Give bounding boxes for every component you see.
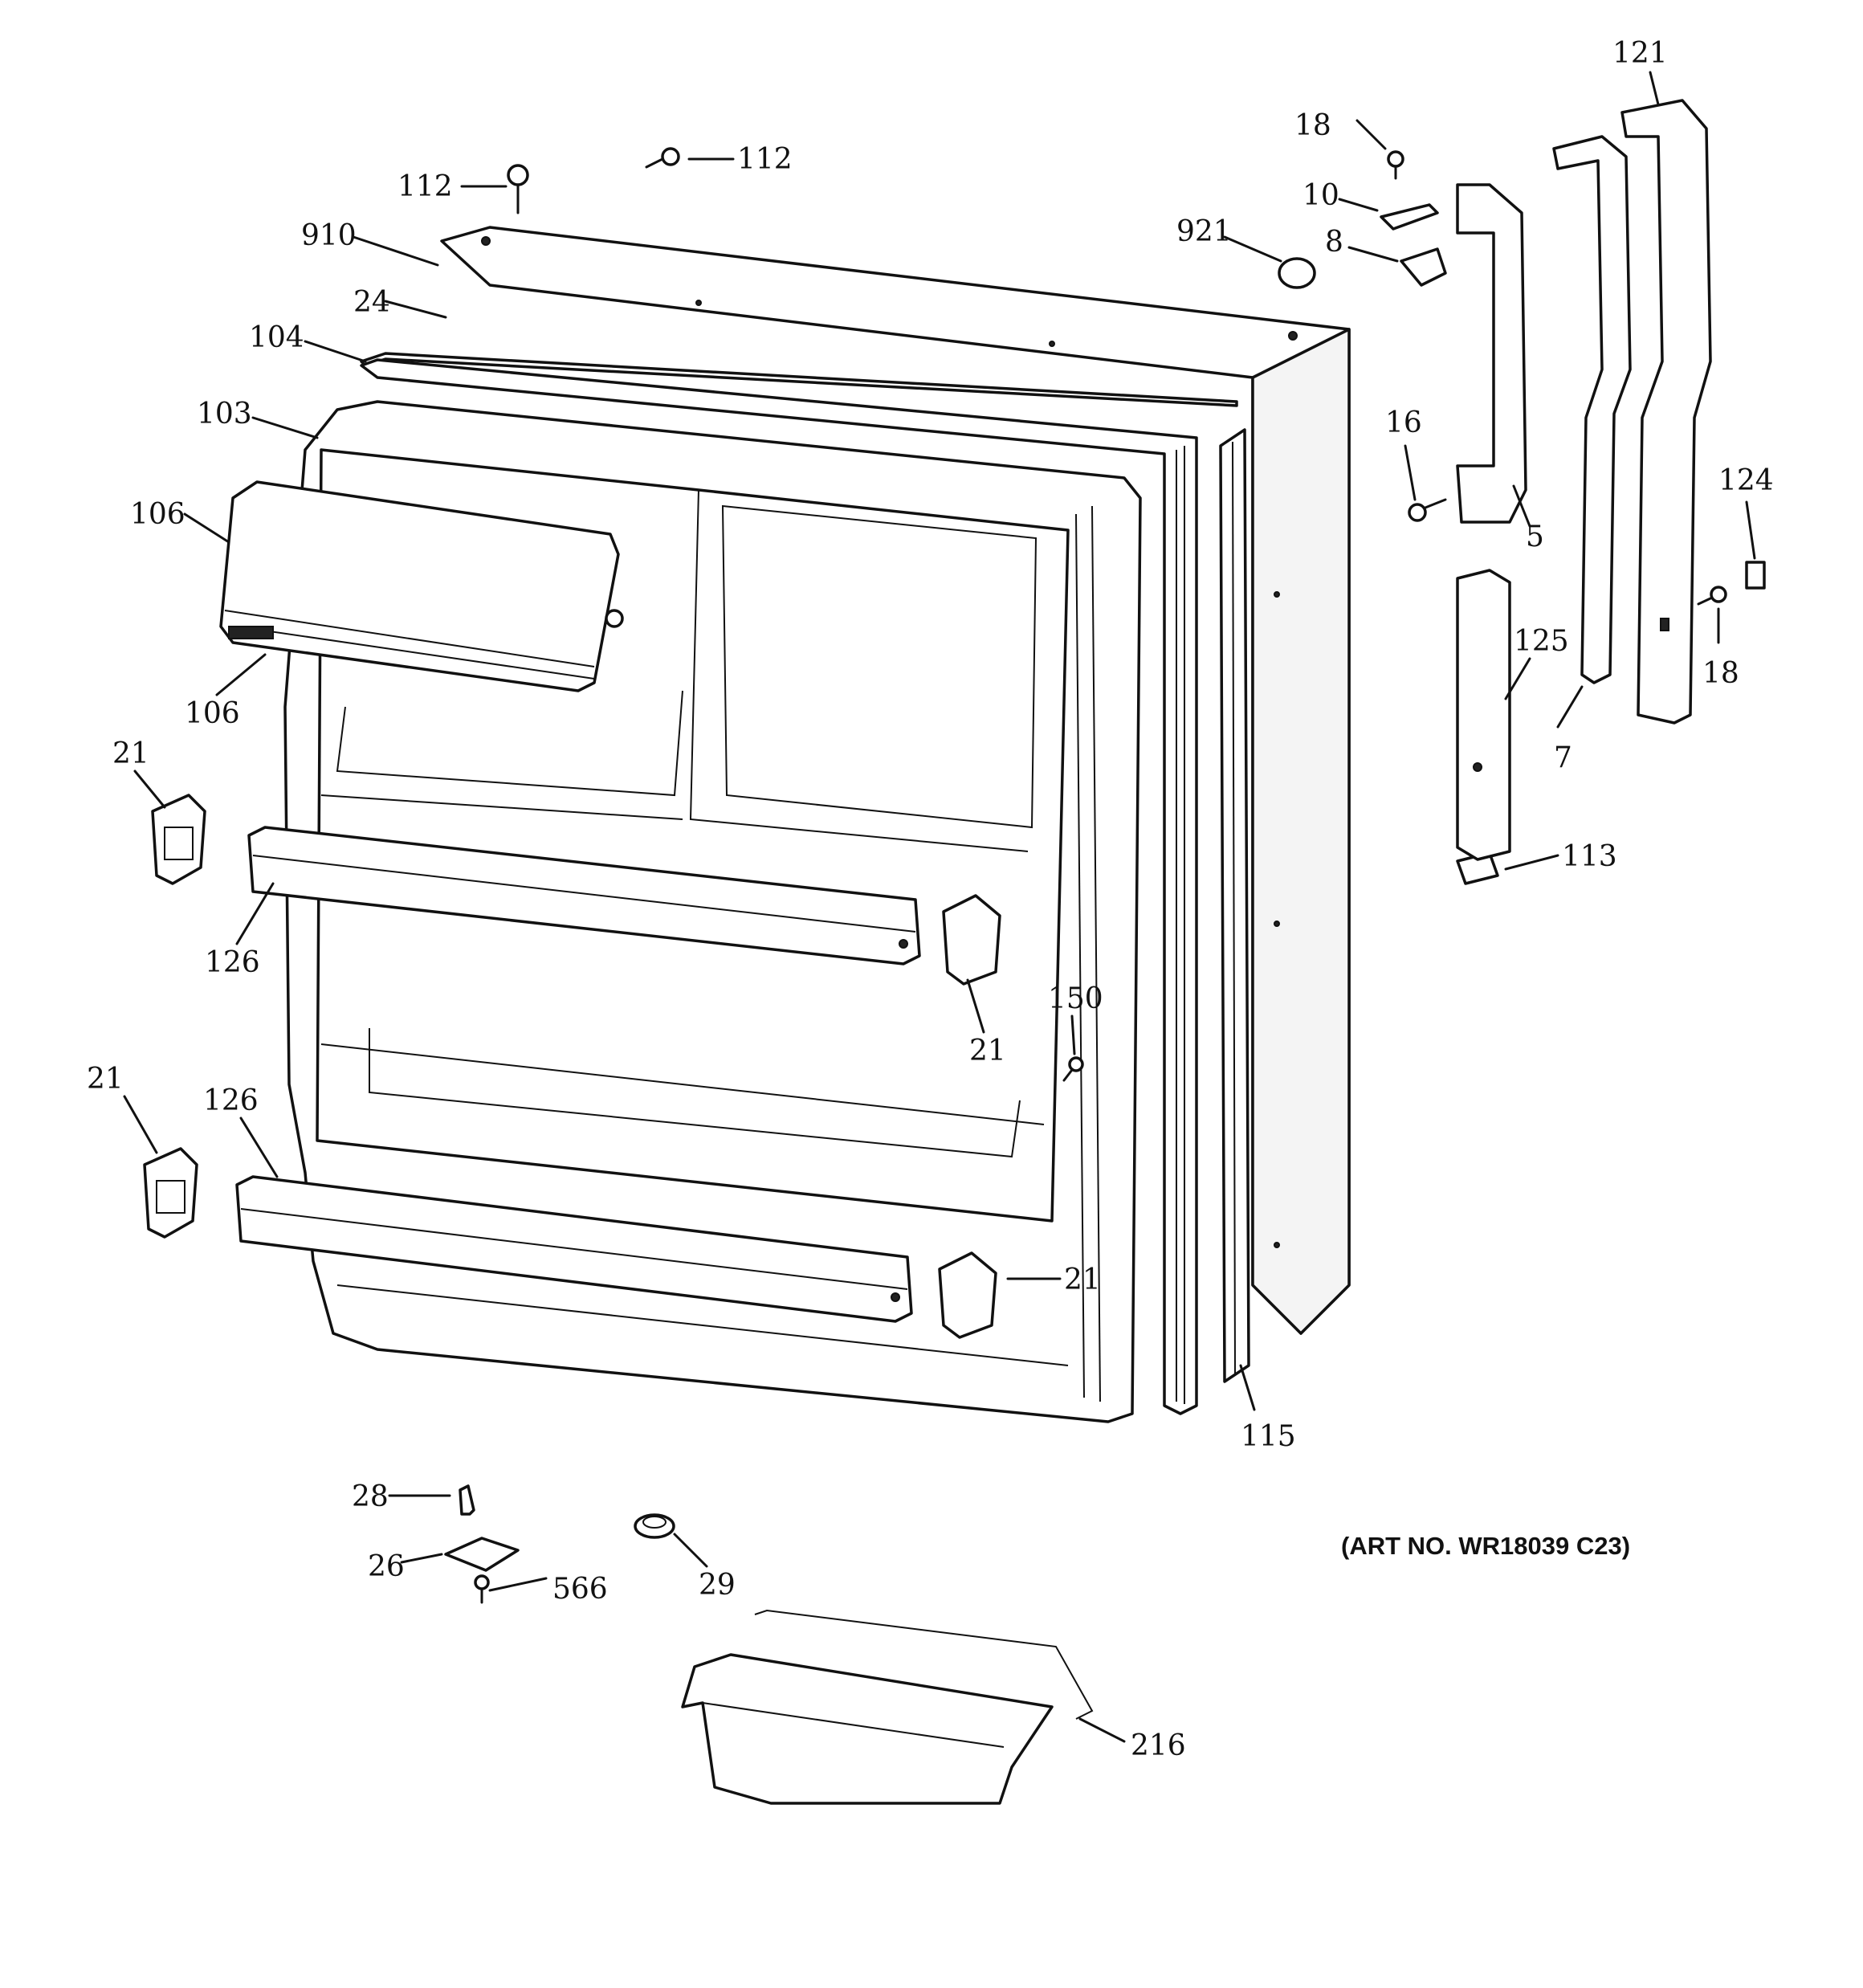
plug-921: [1278, 257, 1316, 289]
callout-labels: 112 112 910 24 104 103 106 106 21 126 21…: [87, 37, 1774, 1762]
callout-106-top: 106: [130, 498, 185, 531]
handle-bar-121: [1620, 99, 1712, 725]
shelf-rail-upper: [247, 826, 921, 965]
callout-910: 910: [301, 219, 357, 252]
bracket-26: [444, 1537, 520, 1572]
screw-150: [1062, 1056, 1084, 1082]
callout-21-right-lower: 21: [1064, 1263, 1101, 1296]
callout-106-bottom: 106: [185, 697, 240, 730]
hinge-bushing-8: [1400, 247, 1447, 287]
callout-216: 216: [1131, 1729, 1186, 1762]
door-gasket: [360, 352, 1238, 1415]
screw-112-left: [507, 164, 529, 214]
door-handle-5: [1456, 183, 1527, 524]
clip-124: [1745, 561, 1766, 590]
callout-5: 5: [1526, 520, 1544, 553]
callout-21-left-upper: 21: [112, 737, 149, 770]
callout-124: 124: [1718, 464, 1774, 497]
rail-end-cap-left-lower: [143, 1147, 198, 1239]
callout-103: 103: [197, 398, 252, 431]
screw-18-right: [1697, 586, 1727, 606]
door-outer-panel: [440, 226, 1351, 1335]
callout-28: 28: [352, 1480, 389, 1513]
hinge-pin-10: [1380, 203, 1439, 231]
rail-end-cap-right-upper: [942, 894, 1001, 986]
screw-112-top: [645, 147, 680, 169]
handle-trim-125: [1456, 569, 1511, 861]
rail-end-cap-right-lower: [938, 1251, 997, 1339]
callout-21-right-upper: 21: [969, 1035, 1006, 1067]
screw-566: [474, 1574, 490, 1604]
hinge-pin-28: [459, 1484, 475, 1516]
screw-16: [1408, 498, 1447, 522]
callout-150: 150: [1048, 982, 1103, 1015]
callout-7: 7: [1554, 741, 1572, 774]
bin-216: [681, 1609, 1094, 1805]
callout-112-left: 112: [397, 170, 453, 203]
shelf-rail-lower: [235, 1175, 913, 1323]
callout-126-lower: 126: [203, 1084, 259, 1117]
callout-113: 113: [1562, 840, 1617, 873]
callout-121: 121: [1612, 37, 1668, 70]
callout-126-upper: 126: [205, 946, 260, 979]
callout-21-left-lower: 21: [87, 1063, 124, 1096]
callout-115: 115: [1241, 1420, 1296, 1453]
callout-18-top: 18: [1294, 109, 1331, 142]
callout-8: 8: [1325, 226, 1343, 259]
callout-104: 104: [249, 321, 304, 354]
callout-112-top: 112: [737, 143, 793, 176]
callout-566: 566: [552, 1573, 608, 1606]
rail-end-cap-left-upper: [151, 794, 206, 885]
seal-strip: [1219, 428, 1250, 1383]
callout-921: 921: [1176, 215, 1232, 248]
dairy-compartment-door: [219, 480, 624, 692]
bumper-29: [634, 1513, 675, 1539]
callout-18-right: 18: [1702, 657, 1739, 690]
leader-lines: [123, 71, 1756, 1743]
handle-bar-7: [1552, 135, 1632, 684]
callout-24: 24: [353, 286, 390, 319]
callout-125: 125: [1514, 625, 1569, 658]
callout-26: 26: [368, 1550, 405, 1583]
callout-10: 10: [1302, 179, 1339, 212]
screw-18-top: [1387, 150, 1404, 180]
callout-29: 29: [699, 1569, 736, 1602]
art-number-note: (ART NO. WR18039 C23): [1341, 1532, 1630, 1560]
callout-16: 16: [1385, 406, 1422, 439]
